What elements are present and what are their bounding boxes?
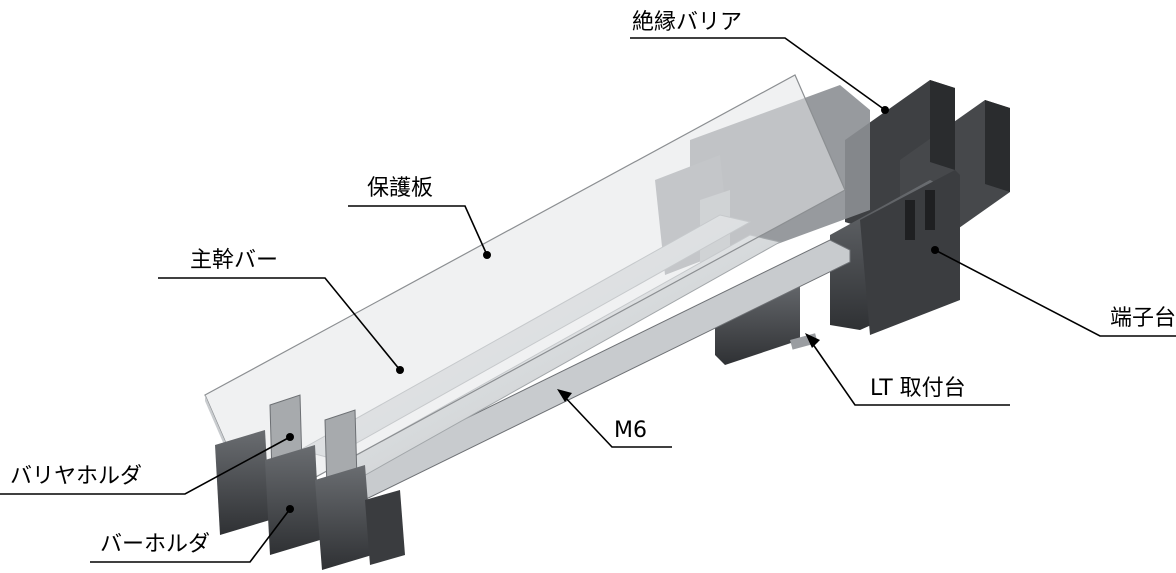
leader-bar-holder: [90, 508, 291, 563]
dot-bar-holder: [286, 505, 294, 513]
label-main-bus-bar: 主幹バー: [190, 248, 279, 273]
dot-terminal-block: [931, 246, 939, 254]
leader-terminal-block: [934, 249, 1176, 337]
leader-lt-mount: [809, 339, 1010, 406]
leader-lines: [0, 37, 1176, 563]
leader-main-bus-bar: [158, 277, 401, 371]
leader-barrier-holder: [0, 436, 291, 495]
label-protective-plate: 保護板: [367, 176, 434, 201]
bar-holder-blocks: [215, 430, 405, 570]
arrow-lt-mount: [805, 333, 820, 348]
dot-protective-plate: [483, 251, 491, 259]
arrow-m6: [557, 389, 572, 402]
label-m6: M6: [614, 418, 647, 443]
label-lt-mount: LT 取付台: [870, 376, 966, 401]
leader-protective-plate: [348, 205, 488, 256]
leader-insulation-barrier: [630, 37, 886, 111]
leader-markers: [286, 106, 939, 513]
label-barrier-holder: バリヤホルダ: [10, 464, 143, 489]
label-terminal-block: 端子台: [1110, 306, 1176, 331]
dot-barrier-holder: [286, 433, 294, 441]
label-insulation-barrier: 絶縁バリア: [632, 10, 743, 35]
dot-main-bus-bar: [396, 366, 404, 374]
dot-insulation-barrier: [881, 106, 889, 114]
terminal-block: [830, 170, 960, 335]
label-bar-holder: バーホルダ: [100, 532, 211, 557]
leader-m6: [562, 394, 672, 448]
